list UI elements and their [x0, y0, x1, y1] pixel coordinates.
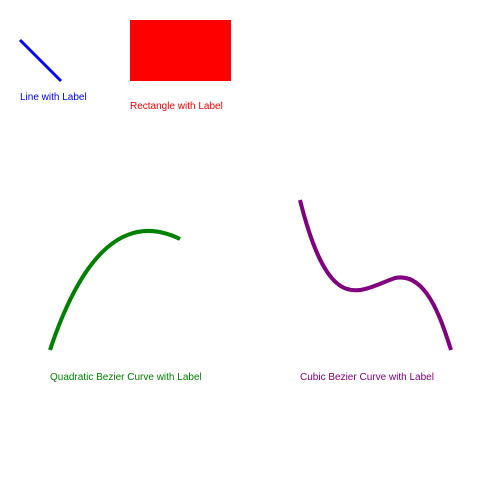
quadratic-bezier-curve: [48, 228, 181, 351]
cubic-bezier-curve: [298, 199, 453, 351]
line-label: Line with Label: [20, 92, 87, 103]
line-shape: [18, 38, 63, 83]
quadratic-curve-label: Quadratic Bezier Curve with Label: [50, 372, 202, 383]
cubic-curve-label: Cubic Bezier Curve with Label: [300, 372, 434, 383]
rectangle-shape: [130, 20, 231, 81]
rectangle-label: Rectangle with Label: [130, 101, 223, 112]
